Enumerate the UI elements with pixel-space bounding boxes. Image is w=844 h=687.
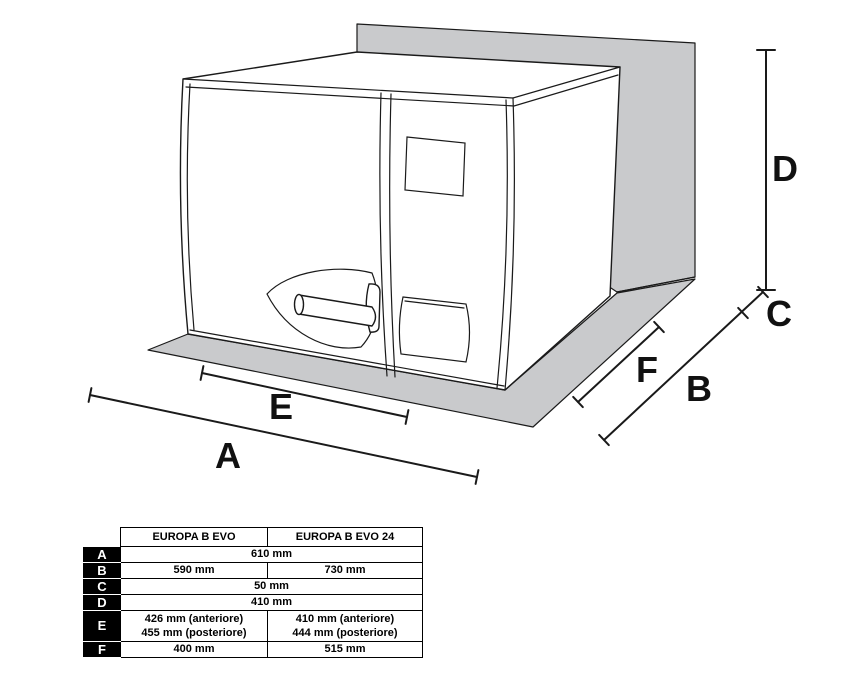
table-corner-cell <box>83 527 121 547</box>
table-row-e: E 426 mm (anteriore) 455 mm (posteriore)… <box>83 610 423 642</box>
row-label-b: B <box>83 562 121 579</box>
value-b-evo: 590 mm <box>120 562 268 579</box>
wall-base-fold <box>616 276 696 293</box>
value-e-evo24-rear: 444 mm (posteriore) <box>292 627 398 639</box>
table-row-f: F 400 mm 515 mm <box>83 641 423 658</box>
value-e-evo-rear: 455 mm (posteriore) <box>141 627 247 639</box>
door-divider-right <box>389 93 396 378</box>
row-label-e: E <box>83 610 121 642</box>
display-screen <box>404 136 466 197</box>
handle-end-cap <box>293 293 305 316</box>
value-f-evo24: 515 mm <box>267 641 423 658</box>
base-line <box>189 329 505 387</box>
table-row-d: D 410 mm <box>83 594 423 611</box>
dimension-label-b: B <box>686 368 712 409</box>
dimension-label-c: C <box>766 293 792 334</box>
left-edge-line <box>186 83 195 331</box>
printer-door <box>398 296 471 363</box>
dimension-label-e: E <box>269 386 293 427</box>
table-row-b: B 590 mm 730 mm <box>83 562 423 579</box>
value-b-evo24: 730 mm <box>267 562 423 579</box>
value-f-evo: 400 mm <box>120 641 268 658</box>
front-right-corner-inner <box>496 99 508 389</box>
autoclave <box>179 51 621 391</box>
table-header-row: EUROPA B EVO EUROPA B EVO 24 <box>83 527 423 547</box>
lid-rim <box>185 74 619 107</box>
dimension-label-a: A <box>215 435 241 476</box>
value-e-evo24: 410 mm (anteriore) 444 mm (posteriore) <box>267 610 423 642</box>
value-a: 610 mm <box>120 546 423 563</box>
front-right-corner <box>504 97 515 391</box>
value-e-evo: 426 mm (anteriore) 455 mm (posteriore) <box>120 610 268 642</box>
column-header-europa-b-evo-24: EUROPA B EVO 24 <box>267 527 423 547</box>
row-label-d: D <box>83 594 121 611</box>
dimension-e: E <box>199 365 410 427</box>
dimension-c-b: C B <box>598 285 792 447</box>
value-c: 50 mm <box>120 578 423 595</box>
dimension-d: D <box>756 49 798 291</box>
dimension-label-f: F <box>636 349 658 390</box>
table-row-c: C 50 mm <box>83 578 423 595</box>
dimensions-table: EUROPA B EVO EUROPA B EVO 24 A 610 mm B … <box>83 527 423 658</box>
autoclave-body <box>179 51 621 391</box>
value-e-evo24-front: 410 mm (anteriore) <box>295 613 395 625</box>
door-divider-left <box>379 92 388 377</box>
table-row-a: A 610 mm <box>83 546 423 563</box>
printer-door-bevel <box>404 300 465 309</box>
value-d: 410 mm <box>120 594 423 611</box>
row-label-c: C <box>83 578 121 595</box>
dimension-a: A <box>87 387 480 485</box>
dimension-label-d: D <box>772 148 798 189</box>
row-label-f: F <box>83 641 121 658</box>
dimension-f: F <box>572 320 665 409</box>
column-header-europa-b-evo: EUROPA B EVO <box>120 527 268 547</box>
installation-diagram: A E D C B F <box>87 23 798 485</box>
value-e-evo-front: 426 mm (anteriore) <box>144 613 244 625</box>
row-label-a: A <box>83 546 121 563</box>
